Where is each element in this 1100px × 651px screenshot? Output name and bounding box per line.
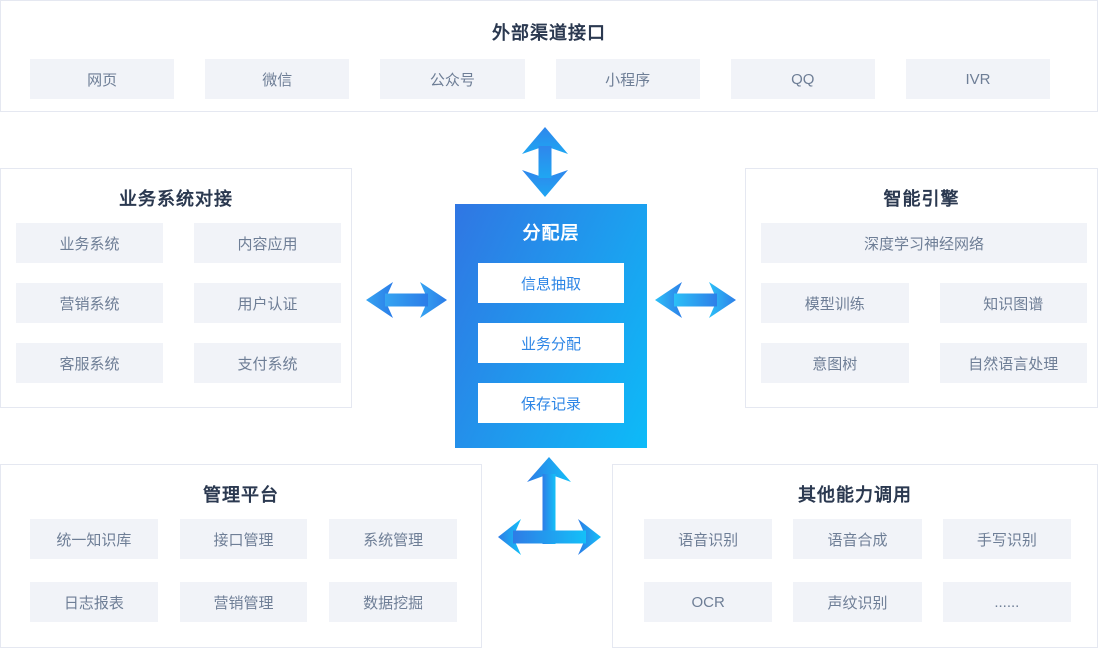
chip-interface-management: 接口管理 xyxy=(179,519,308,559)
chip-speech-synthesis: 语音合成 xyxy=(793,519,922,559)
chip-nlp: 自然语言处理 xyxy=(939,343,1087,383)
chip-log-report: 日志报表 xyxy=(30,582,158,622)
chip-mini-program: 小程序 xyxy=(555,59,700,99)
chip-user-auth: 用户认证 xyxy=(194,283,341,323)
chip-official-account: 公众号 xyxy=(380,59,525,99)
chip-handwriting-recognition: 手写识别 xyxy=(942,519,1071,559)
chip-more: ...... xyxy=(942,582,1071,622)
up-down-arrow-icon xyxy=(522,127,568,197)
chip-save-record: 保存记录 xyxy=(478,383,624,423)
chip-customer-service-system: 客服系统 xyxy=(16,343,163,383)
management-platform-grid: 统一知识库 接口管理 系统管理 日志报表 营销管理 数据挖掘 xyxy=(30,519,457,622)
chip-model-training: 模型训练 xyxy=(761,283,909,323)
chip-data-mining: 数据挖掘 xyxy=(329,582,457,622)
other-capabilities-grid: 语音识别 语音合成 手写识别 OCR 声纹识别 ...... xyxy=(644,519,1071,622)
chip-info-extraction: 信息抽取 xyxy=(478,263,624,303)
chip-ivr: IVR xyxy=(905,59,1051,99)
panel-other-capabilities: 其他能力调用 语音识别 语音合成 手写识别 OCR 声纹识别 ...... xyxy=(612,464,1098,648)
intelligent-engine-grid: 深度学习神经网络 模型训练 知识图谱 意图树 自然语言处理 xyxy=(761,223,1087,383)
chip-knowledge-graph: 知识图谱 xyxy=(939,283,1087,323)
panel-business-systems-title: 业务系统对接 xyxy=(119,189,233,209)
chip-business-system: 业务系统 xyxy=(16,223,163,263)
chip-qq: QQ xyxy=(730,59,875,99)
chip-marketing-system: 营销系统 xyxy=(16,283,163,323)
chip-business-dispatch: 业务分配 xyxy=(478,323,624,363)
chip-payment-system: 支付系统 xyxy=(194,343,341,383)
panel-intelligent-engine: 智能引擎 深度学习神经网络 模型训练 知识图谱 意图树 自然语言处理 xyxy=(745,168,1098,408)
chip-wechat: 微信 xyxy=(205,59,350,99)
chip-webpage: 网页 xyxy=(30,59,175,99)
chip-voiceprint-recognition: 声纹识别 xyxy=(793,582,922,622)
panel-external-channels-title: 外部渠道接口 xyxy=(492,23,606,43)
chip-deep-learning-network: 深度学习神经网络 xyxy=(761,223,1087,263)
left-right-arrow-icon xyxy=(366,282,447,318)
panel-intelligent-engine-title: 智能引擎 xyxy=(883,189,960,209)
panel-management-platform-title: 管理平台 xyxy=(203,485,279,505)
chip-unified-knowledge-base: 统一知识库 xyxy=(30,519,158,559)
external-channels-row: 网页 微信 公众号 小程序 QQ IVR xyxy=(30,59,1051,99)
business-systems-grid: 业务系统 内容应用 营销系统 用户认证 客服系统 支付系统 xyxy=(16,223,341,383)
panel-other-capabilities-title: 其他能力调用 xyxy=(798,485,912,505)
chip-ocr: OCR xyxy=(644,582,773,622)
panel-business-systems: 业务系统对接 业务系统 内容应用 营销系统 用户认证 客服系统 支付系统 xyxy=(0,168,352,408)
panel-distribution-layer: 分配层 信息抽取 业务分配 保存记录 xyxy=(455,204,647,448)
chip-content-app: 内容应用 xyxy=(194,223,341,263)
panel-distribution-layer-title: 分配层 xyxy=(522,223,580,243)
panel-management-platform: 管理平台 统一知识库 接口管理 系统管理 日志报表 营销管理 数据挖掘 xyxy=(0,464,482,648)
chip-marketing-management: 营销管理 xyxy=(179,582,308,622)
chip-intent-tree: 意图树 xyxy=(761,343,909,383)
left-right-arrow-icon xyxy=(655,282,736,318)
chip-speech-recognition: 语音识别 xyxy=(644,519,773,559)
chip-system-management: 系统管理 xyxy=(329,519,457,559)
three-way-arrow-icon xyxy=(498,457,601,555)
distribution-layer-steps: 信息抽取 业务分配 保存记录 xyxy=(478,263,624,423)
panel-external-channels: 外部渠道接口 网页 微信 公众号 小程序 QQ IVR xyxy=(0,0,1098,112)
